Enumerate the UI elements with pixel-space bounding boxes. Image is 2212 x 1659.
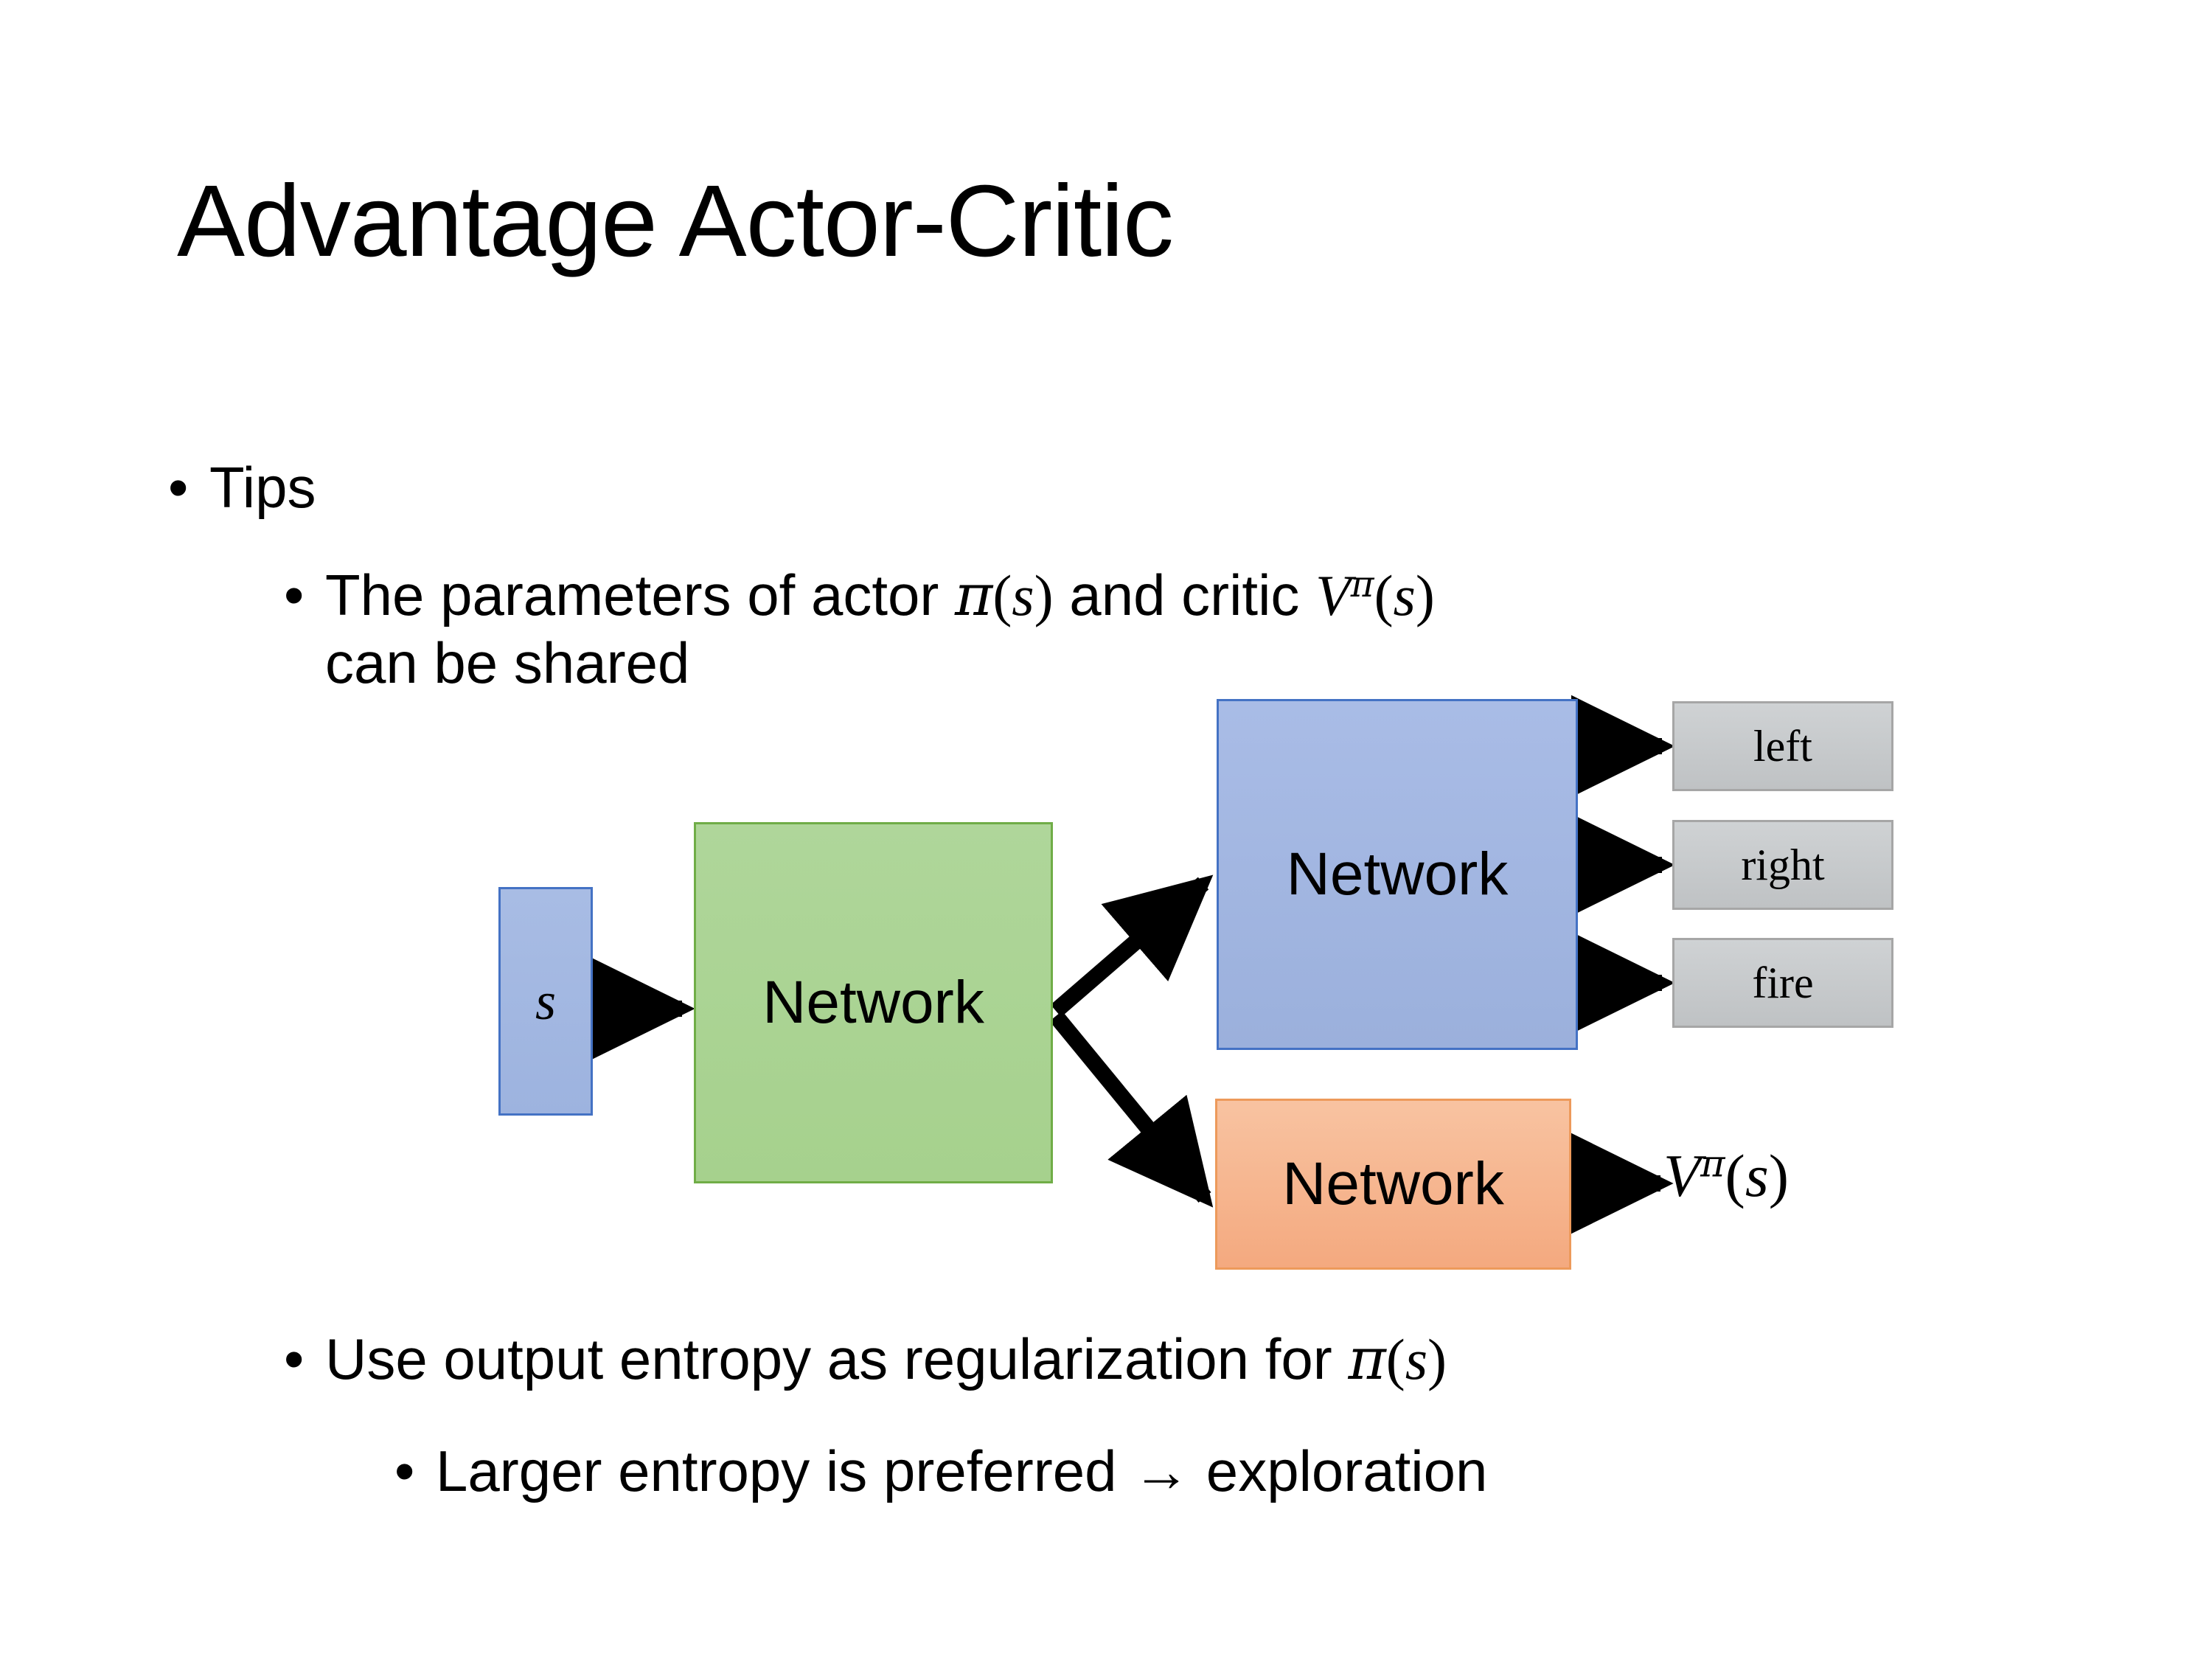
paren-close: ) bbox=[1034, 563, 1054, 627]
output-action-fire-label: fire bbox=[1752, 958, 1814, 1007]
math-v-pi-of-s: Vπ(s) bbox=[1315, 563, 1435, 627]
s-symbol: s bbox=[1405, 1327, 1428, 1391]
node-shared-network[interactable]: Network bbox=[694, 822, 1053, 1183]
node-actor-network[interactable]: Network bbox=[1217, 699, 1578, 1050]
node-state-input[interactable]: s bbox=[498, 887, 593, 1116]
bullet-tips: • Tips bbox=[168, 455, 316, 520]
output-action-fire[interactable]: fire bbox=[1672, 938, 1893, 1028]
shared-mid-text: and critic bbox=[1053, 563, 1316, 627]
bullet-marker-icon: • bbox=[394, 1439, 415, 1503]
v-symbol: V bbox=[1663, 1142, 1701, 1209]
node-state-label: s bbox=[535, 971, 557, 1031]
s-symbol: s bbox=[1745, 1142, 1769, 1209]
output-value-function: Vπ(s) bbox=[1663, 1141, 1789, 1211]
arrow-shared-to-critic bbox=[1049, 1011, 1214, 1208]
math-pi-of-s: π(s) bbox=[1348, 1326, 1447, 1393]
bullet-larger-entropy: • Larger entropy is preferred → explorat… bbox=[394, 1439, 1487, 1503]
output-action-left[interactable]: left bbox=[1672, 701, 1893, 791]
pi-symbol: π bbox=[1348, 1326, 1386, 1393]
bullet-marker-icon: • bbox=[284, 563, 305, 627]
shared-line2: can be shared bbox=[325, 630, 690, 696]
shared-line1-prefix: The parameters of actor bbox=[325, 563, 956, 627]
paren-close: ) bbox=[1415, 563, 1435, 627]
bullet-shared-parameters: • The parameters of actor π(s) and criti… bbox=[284, 562, 2127, 698]
node-actor-label: Network bbox=[1286, 841, 1509, 908]
math-pi-of-s: π(s) bbox=[955, 563, 1054, 629]
superscript-pi: π bbox=[1700, 1141, 1725, 1186]
paren-open: ( bbox=[1385, 1327, 1405, 1391]
bullet-entropy-text: Use output entropy as regularization for… bbox=[325, 1326, 1447, 1393]
node-shared-label: Network bbox=[762, 969, 984, 1036]
node-critic-network[interactable]: Network bbox=[1215, 1099, 1571, 1270]
superscript-pi: π bbox=[1350, 563, 1374, 605]
paren-close: ) bbox=[1427, 1327, 1447, 1391]
v-symbol: V bbox=[1315, 563, 1351, 627]
bullet-tips-label: Tips bbox=[209, 455, 316, 520]
s-symbol: s bbox=[1393, 563, 1416, 627]
page-title: Advantage Actor-Critic bbox=[177, 164, 1174, 278]
bullet-marker-icon: • bbox=[168, 455, 189, 520]
bullet-marker-icon: • bbox=[284, 1326, 305, 1391]
paren-open: ( bbox=[1725, 1142, 1745, 1209]
paren-open: ( bbox=[1374, 563, 1394, 627]
output-action-right-label: right bbox=[1741, 840, 1825, 889]
s-symbol: s bbox=[1012, 563, 1034, 627]
output-action-left-label: left bbox=[1753, 721, 1812, 771]
bullet-larger-label: Larger entropy is preferred → exploratio… bbox=[436, 1439, 1488, 1503]
node-critic-label: Network bbox=[1282, 1150, 1504, 1217]
output-action-right[interactable]: right bbox=[1672, 820, 1893, 910]
paren-close: ) bbox=[1768, 1142, 1790, 1209]
entropy-prefix: Use output entropy as regularization for bbox=[325, 1326, 1349, 1391]
pi-symbol: π bbox=[955, 563, 993, 629]
arrow-shared-to-actor bbox=[1050, 874, 1214, 1018]
bullet-entropy-regularization: • Use output entropy as regularization f… bbox=[284, 1326, 1447, 1393]
bullet-shared-text: The parameters of actor π(s) and critic … bbox=[325, 562, 1435, 698]
paren-open: ( bbox=[992, 563, 1012, 627]
